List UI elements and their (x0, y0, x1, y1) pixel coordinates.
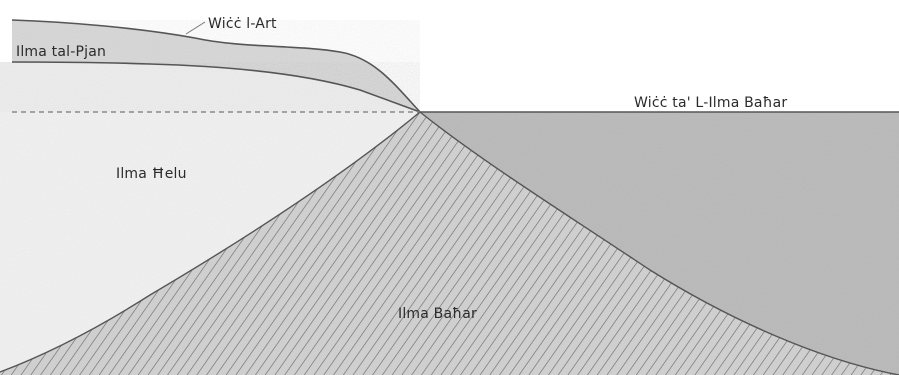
land-surface-line (11, 19, 421, 113)
right-interface-line (419, 111, 899, 375)
left-interface-line (0, 111, 421, 373)
unsaturated-zone (0, 62, 420, 112)
label-land-surface: Wiċċ l-Art (208, 16, 277, 32)
sea-water-body (420, 112, 899, 375)
saltwater-wedge (0, 112, 899, 375)
label-sea-surface: Wiċċ ta' L-Ilma Baħar (634, 95, 787, 111)
fresh-water-zone (0, 112, 420, 372)
water-table-line (11, 61, 421, 113)
label-water-table: Ilma tal-Pjan (16, 44, 106, 60)
label-sea-water: Ilma Baħar (398, 306, 477, 322)
label-fresh-water: Ilma Ħelu (116, 166, 187, 182)
land-mass (12, 20, 420, 112)
land-surface-leader (185, 21, 206, 35)
